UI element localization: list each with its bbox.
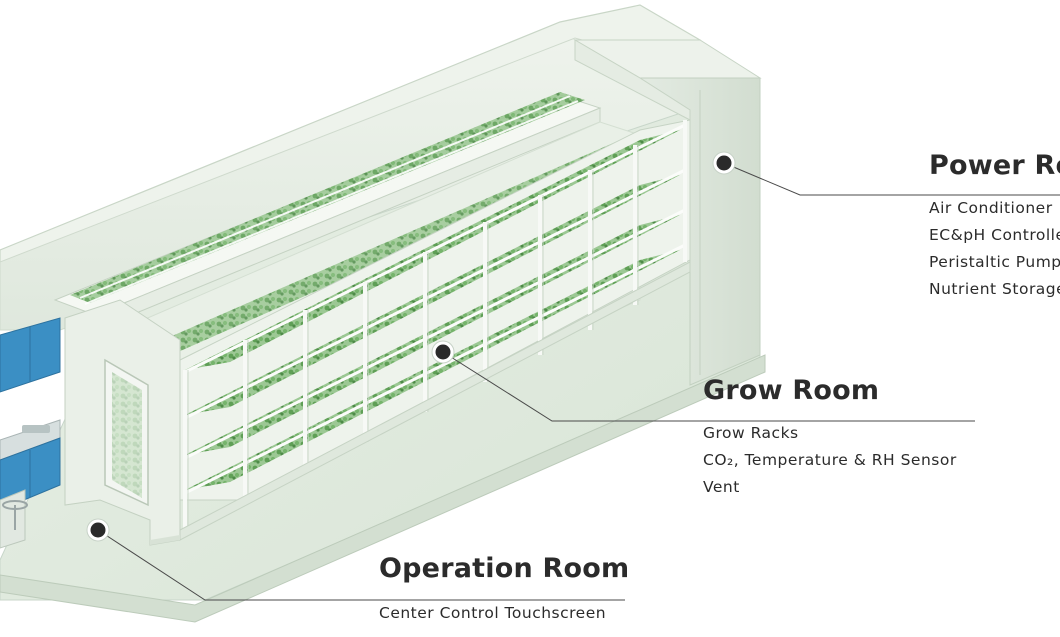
grow-room-items: Grow Racks CO₂, Temperature & RH Sensor … <box>703 420 957 501</box>
grow-room-leader <box>442 351 975 422</box>
power-room-item-peristaltic-pump: Peristaltic Pump <box>929 253 1060 271</box>
leader-lines <box>97 162 1060 601</box>
power-room-title: Power Room <box>929 150 1060 181</box>
container-base <box>0 354 766 623</box>
partition-wall <box>64 299 181 546</box>
power-room-item-nutrient-storage: Nutrient Storage <box>929 280 1060 298</box>
grow-room-item-sensor: CO₂, Temperature & RH Sensor <box>703 451 957 469</box>
grow-room-title: Grow Room <box>703 375 880 406</box>
operation-room-leader <box>97 529 625 601</box>
front-grow-rack <box>179 119 691 541</box>
operation-room-item-touchscreen: Center Control Touchscreen <box>379 604 607 622</box>
grow-room-callout: Grow Room Grow Racks CO₂, Temperature & … <box>703 375 957 501</box>
power-room-leader <box>723 162 1060 196</box>
operation-room-items: Center Control Touchscreen <box>379 600 629 627</box>
power-room-callout: Power Room Air Conditioner EC&pH Control… <box>929 150 1060 303</box>
operation-room-title: Operation Room <box>379 553 630 584</box>
back-rack-top <box>53 92 602 331</box>
power-room-item-ec-ph-controller: EC&pH Controller <box>929 226 1060 244</box>
grow-room-marker <box>431 340 455 364</box>
power-room-items: Air Conditioner EC&pH Controller Perista… <box>929 195 1060 303</box>
operation-room-callout: Operation Room Center Control Touchscree… <box>379 553 629 627</box>
grow-room-item-grow-racks: Grow Racks <box>703 424 799 442</box>
grow-room-item-vent: Vent <box>703 478 740 496</box>
operation-room-cabinets <box>0 317 61 549</box>
callout-markers <box>86 151 736 542</box>
operation-room-marker <box>86 518 110 542</box>
power-room-marker <box>712 151 736 175</box>
power-room-item-air-conditioner: Air Conditioner <box>929 199 1053 217</box>
